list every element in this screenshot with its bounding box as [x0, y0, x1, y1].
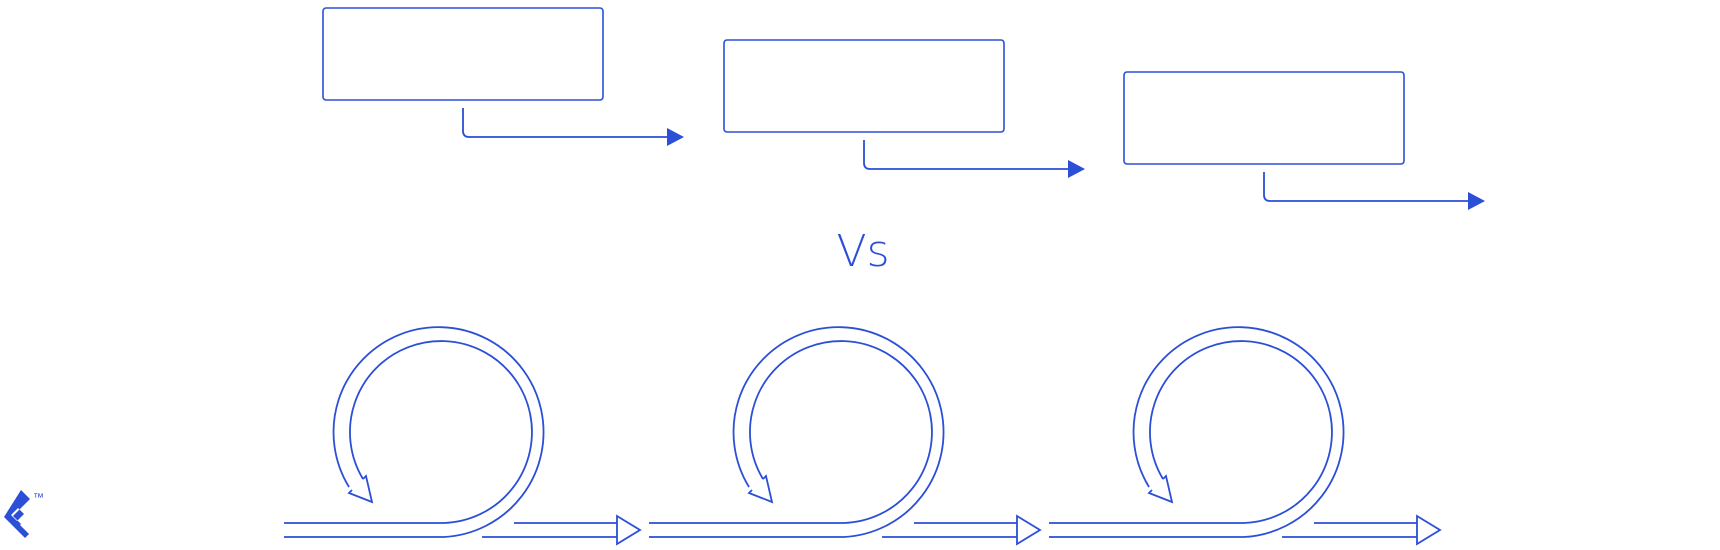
toptal-logo-icon: ™ [4, 490, 44, 538]
waterfall-step-1 [322, 7, 684, 146]
iterative-cycle-1 [284, 326, 642, 546]
step-connector [462, 108, 667, 138]
arrow-right-icon [616, 514, 642, 546]
circular-arrow-icon [347, 474, 374, 504]
step-box [1123, 71, 1405, 165]
circular-arrow-icon [747, 474, 774, 504]
arrow-right-icon [667, 128, 684, 146]
step-box [322, 7, 604, 101]
flow-line-inner [284, 340, 533, 524]
waterfall-step-2 [723, 39, 1085, 178]
circular-arrow-icon [1147, 474, 1174, 504]
arrow-right-icon [1068, 160, 1085, 178]
waterfall-step-3 [1123, 71, 1485, 210]
iterative-cycle-3 [1049, 326, 1442, 546]
flow-line-inner [1049, 340, 1333, 524]
iterative-process [284, 326, 1442, 546]
waterfall-process [322, 7, 1485, 210]
arrow-right-icon [1016, 514, 1042, 546]
flow-line-inner [649, 340, 933, 524]
step-connector [863, 140, 1068, 170]
iterative-cycle-2 [649, 326, 1042, 546]
arrow-right-icon [1416, 514, 1442, 546]
arrow-right-icon [1468, 192, 1485, 210]
flow-line-outer [649, 326, 945, 538]
vs-label: Vs [836, 226, 889, 277]
step-connector [1263, 172, 1468, 202]
flow-line-outer [284, 326, 545, 538]
step-box [723, 39, 1005, 133]
flow-line-outer [1049, 326, 1345, 538]
trademark-mark: ™ [33, 492, 44, 504]
